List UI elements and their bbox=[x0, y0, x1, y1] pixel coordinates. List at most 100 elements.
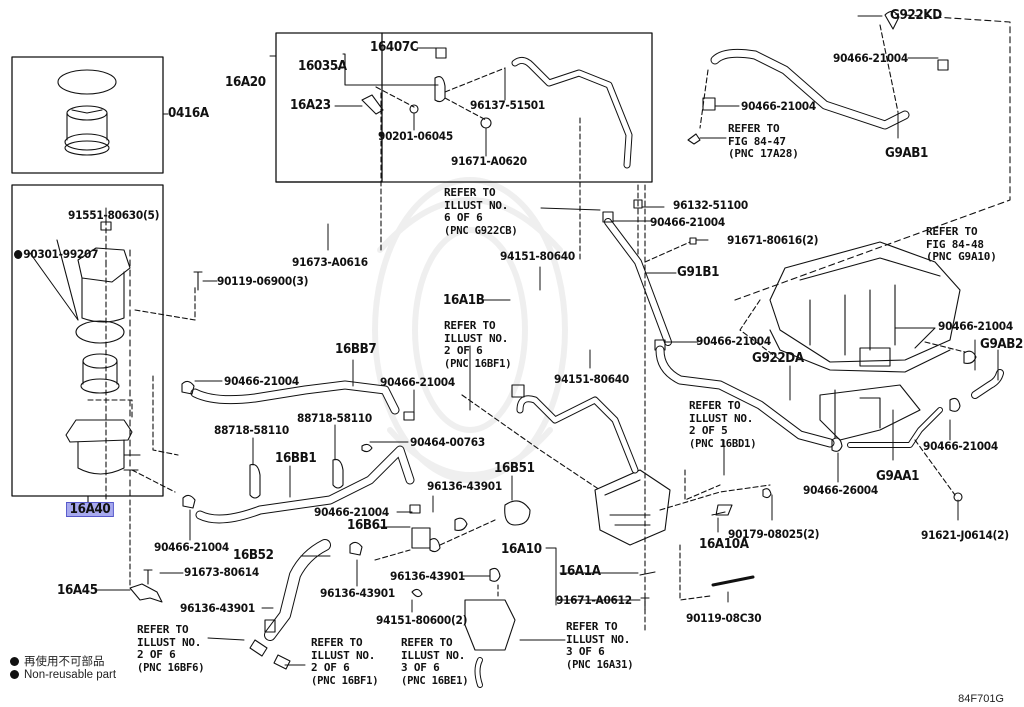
ref-line: ILLUST NO. bbox=[566, 632, 631, 646]
ref-line: (PNC 16BE1) bbox=[401, 674, 469, 687]
pipe-g91b1-icon bbox=[602, 184, 697, 631]
bracket-16a45-icon bbox=[129, 499, 163, 603]
part-label-90119-06900[interactable]: 90119-06900(3) bbox=[217, 274, 309, 288]
ref-line: REFER TO bbox=[444, 186, 496, 199]
hose-g9ab1-icon bbox=[687, 10, 1011, 301]
part-label-90466-21004[interactable]: 90466-21004 bbox=[833, 51, 908, 65]
part-label-16A23[interactable]: 16A23 bbox=[290, 98, 331, 113]
non-reusable-dot-icon bbox=[14, 250, 23, 259]
part-label-90466-26004[interactable]: 90466-26004 bbox=[803, 483, 878, 497]
part-label-90466-21004[interactable]: 90466-21004 bbox=[923, 439, 998, 453]
part-label-16A1A[interactable]: 16A1A bbox=[559, 564, 601, 579]
part-label-G922DA[interactable]: G922DA bbox=[752, 351, 804, 366]
part-label-16BB1[interactable]: 16BB1 bbox=[275, 451, 317, 466]
part-label-90466-21004[interactable]: 90466-21004 bbox=[380, 375, 455, 389]
bracket-g9aa1-icon bbox=[819, 369, 1004, 502]
part-label-90466-21004[interactable]: 90466-21004 bbox=[224, 374, 299, 388]
part-label-90466-21004[interactable]: 90466-21004 bbox=[938, 319, 1013, 333]
ref-line: ILLUST NO. bbox=[401, 648, 466, 662]
part-label-88718-58110[interactable]: 88718-58110 bbox=[297, 411, 372, 425]
part-label-94151-80640[interactable]: 94151-80640 bbox=[500, 249, 575, 263]
part-label-90466-21004[interactable]: 90466-21004 bbox=[154, 540, 229, 554]
watermark bbox=[372, 177, 568, 483]
part-label-90301-99207[interactable]: 90301-99207 bbox=[14, 248, 98, 261]
part-label-16A45[interactable]: 16A45 bbox=[57, 583, 98, 598]
part-label-16A10[interactable]: 16A10 bbox=[501, 542, 542, 557]
part-label-90119-08C30[interactable]: 90119-08C30 bbox=[686, 611, 762, 625]
part-label-90464-00763[interactable]: 90464-00763 bbox=[410, 435, 485, 449]
part-label-90466-21004[interactable]: 90466-21004 bbox=[314, 505, 389, 519]
ref-line: 3 OF 6 bbox=[566, 645, 605, 658]
part-label-91671-80616[interactable]: 91671-80616(2) bbox=[727, 233, 819, 247]
ref-line: REFER TO bbox=[311, 636, 363, 649]
part-label-90179-08025[interactable]: 90179-08025(2) bbox=[728, 527, 820, 541]
ref-line: ILLUST NO. bbox=[444, 198, 509, 212]
part-label-G9AB1[interactable]: G9AB1 bbox=[885, 146, 928, 161]
vacuum-switching-valve-icon bbox=[342, 47, 639, 271]
part-label-16BB7[interactable]: 16BB7 bbox=[335, 342, 377, 357]
part-label-96132-51100[interactable]: 96132-51100 bbox=[673, 198, 748, 212]
part-label-91673-A0616[interactable]: 91673-A0616 bbox=[292, 255, 368, 269]
ref-line: ILLUST NO. bbox=[444, 331, 509, 345]
part-label-16B52[interactable]: 16B52 bbox=[233, 548, 274, 563]
part-label-96136-43901[interactable]: 96136-43901 bbox=[390, 569, 465, 583]
leader-lines bbox=[29, 15, 999, 666]
ref-line: 6 OF 6 bbox=[444, 211, 483, 224]
legend-text: Non-reusable part bbox=[24, 669, 117, 681]
part-label-96136-43901[interactable]: 96136-43901 bbox=[320, 586, 395, 600]
part-label-91551-80630[interactable]: 91551-80630(5) bbox=[68, 208, 160, 222]
part-label-16A10A[interactable]: 16A10A bbox=[699, 537, 749, 552]
ref-line: 2 OF 6 bbox=[137, 648, 176, 661]
part-label-91671-A0620[interactable]: 91671-A0620 bbox=[451, 154, 527, 168]
figure-id: 84F701G bbox=[958, 693, 1004, 705]
ref-line: 2 OF 6 bbox=[311, 661, 350, 674]
part-label-G9AB2[interactable]: G9AB2 bbox=[980, 337, 1023, 352]
ref-line: REFER TO bbox=[401, 636, 453, 649]
filled-circle-icon bbox=[10, 670, 19, 679]
legend-item-non-reusable-en: Non-reusable part bbox=[10, 669, 116, 681]
ref-line: REFER TO bbox=[926, 225, 978, 238]
part-label-90466-21004[interactable]: 90466-21004 bbox=[696, 334, 771, 348]
part-label-91671-A0612[interactable]: 91671-A0612 bbox=[556, 593, 632, 607]
part-label-88718-58110[interactable]: 88718-58110 bbox=[214, 423, 289, 437]
part-label-16B61[interactable]: 16B61 bbox=[347, 518, 388, 533]
ref-line: 2 OF 5 bbox=[689, 424, 728, 437]
part-label-91621-J0614[interactable]: 91621-J0614(2) bbox=[921, 528, 1009, 542]
part-label-91673-80614[interactable]: 91673-80614 bbox=[184, 565, 259, 579]
part-label-16B51[interactable]: 16B51 bbox=[494, 461, 535, 476]
part-code: 90301-99207 bbox=[23, 247, 99, 261]
part-label-96136-43901[interactable]: 96136-43901 bbox=[427, 479, 502, 493]
part-label-G91B1[interactable]: G91B1 bbox=[677, 265, 720, 280]
part-label-96137-51501[interactable]: 96137-51501 bbox=[470, 98, 545, 112]
ref-line: (PNC 16A31) bbox=[566, 658, 634, 671]
part-label-94151-80640[interactable]: 94151-80640 bbox=[554, 372, 629, 386]
part-label-0416A[interactable]: 0416A bbox=[168, 106, 209, 121]
part-label-16407C[interactable]: 16407C bbox=[370, 40, 419, 55]
part-label-94151-80600[interactable]: 94151-80600(2) bbox=[376, 613, 468, 627]
part-label-90201-06045[interactable]: 90201-06045 bbox=[378, 129, 453, 143]
part-label-G9AA1[interactable]: G9AA1 bbox=[876, 469, 920, 484]
part-label-16A20[interactable]: 16A20 bbox=[225, 75, 266, 90]
part-label-16035A[interactable]: 16035A bbox=[298, 59, 347, 74]
ref-line: REFER TO bbox=[137, 623, 189, 636]
part-label-G922KD[interactable]: G922KD bbox=[890, 8, 942, 23]
part-label-90466-21004[interactable]: 90466-21004 bbox=[741, 99, 816, 113]
part-label-16A40-selected[interactable]: 16A40 bbox=[66, 502, 115, 517]
part-label-96136-43901[interactable]: 96136-43901 bbox=[180, 601, 255, 615]
bolt-icon bbox=[193, 271, 203, 291]
hose-g922da-icon bbox=[655, 345, 835, 448]
frame-16A40 bbox=[11, 184, 164, 497]
filter-element-icon bbox=[57, 69, 117, 156]
part-label-90466-21004[interactable]: 90466-21004 bbox=[650, 215, 725, 229]
part-label-16A1B[interactable]: 16A1B bbox=[443, 293, 485, 308]
